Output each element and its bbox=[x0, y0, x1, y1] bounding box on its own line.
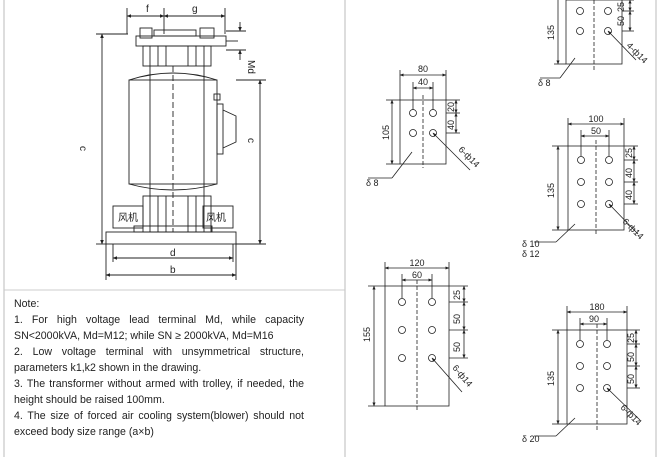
note-line-6: height should be raised 100mm. bbox=[14, 394, 165, 406]
top-holes: 4-ф14 bbox=[625, 40, 650, 65]
terminal-80 bbox=[368, 70, 471, 179]
t80-holes: 6-ф14 bbox=[457, 144, 482, 169]
t100-pitch: 50 bbox=[591, 126, 601, 136]
dim-d-label: d bbox=[170, 248, 176, 259]
t80-height: 105 bbox=[381, 125, 391, 140]
t180-pitch: 90 bbox=[589, 314, 599, 324]
notes-block: Note: 1. For high voltage lead terminal … bbox=[14, 296, 304, 440]
t100-height: 135 bbox=[546, 183, 556, 198]
t120-holes: 6-ф14 bbox=[450, 363, 474, 389]
t180-height: 135 bbox=[546, 371, 556, 386]
t100-width: 100 bbox=[588, 114, 603, 124]
t80-pitch: 40 bbox=[418, 77, 428, 87]
t100-thickness1: δ 10 bbox=[522, 239, 540, 249]
dim-g-label: g bbox=[192, 4, 198, 15]
t120-width: 120 bbox=[409, 258, 424, 268]
t180-d1: 25 bbox=[626, 333, 636, 343]
t120-height: 155 bbox=[362, 327, 372, 342]
top-height: 135 bbox=[546, 25, 556, 40]
top-d2: 50 bbox=[616, 16, 626, 26]
terminal-120 bbox=[368, 262, 468, 412]
t100-d3: 40 bbox=[624, 190, 634, 200]
note-line-8: exceed body size range (a×b) bbox=[14, 426, 154, 438]
transformer-drawing bbox=[96, 8, 266, 280]
t120-pitch: 60 bbox=[412, 270, 422, 280]
note-line-4: parameters k1,k2 shown in the drawing. bbox=[14, 362, 202, 374]
terminal-100 bbox=[534, 118, 639, 243]
t120-d1: 25 bbox=[452, 290, 462, 300]
notes-heading: Note: bbox=[14, 298, 40, 310]
terminal-180 bbox=[534, 306, 641, 437]
dim-md-label: Md bbox=[245, 60, 256, 74]
top-thickness: δ 8 bbox=[538, 78, 551, 88]
t80-d2: 40 bbox=[446, 120, 456, 130]
t180-d2: 50 bbox=[626, 352, 636, 362]
t180-d3: 50 bbox=[626, 374, 636, 384]
dim-b-label: b bbox=[170, 265, 176, 276]
t80-d1: 20 bbox=[446, 102, 456, 112]
t120-d2: 50 bbox=[452, 314, 462, 324]
dim-f-label: f bbox=[146, 4, 149, 15]
t180-thickness: δ 20 bbox=[522, 434, 540, 444]
top-d1: 25 bbox=[616, 2, 626, 12]
t80-width: 80 bbox=[418, 64, 428, 74]
t180-width: 180 bbox=[589, 302, 604, 312]
t100-thickness2: δ 12 bbox=[522, 249, 540, 259]
t120-d3: 50 bbox=[452, 342, 462, 352]
note-line-3: 2. Low voltage terminal with unsymmetric… bbox=[14, 346, 304, 358]
t100-d2: 40 bbox=[624, 168, 634, 178]
terminal-top-partial bbox=[540, 0, 637, 79]
dim-c-right-label: c bbox=[245, 138, 256, 143]
note-line-5: 3. The transformer without armed with tr… bbox=[14, 378, 304, 390]
t80-thickness: δ 8 bbox=[366, 178, 379, 188]
fan-label-right: 风机 bbox=[206, 211, 226, 224]
dim-c-left-label: c bbox=[77, 146, 88, 151]
note-line-1: 1. For high voltage lead terminal Md, wh… bbox=[14, 314, 304, 326]
fan-label-left: 风机 bbox=[118, 211, 138, 224]
note-line-2: SN<2000kVA, Md=M12; while SN ≥ 2000kVA, … bbox=[14, 330, 274, 342]
note-line-7: 4. The size of forced air cooling system… bbox=[14, 410, 304, 422]
t100-d1: 25 bbox=[624, 148, 634, 158]
